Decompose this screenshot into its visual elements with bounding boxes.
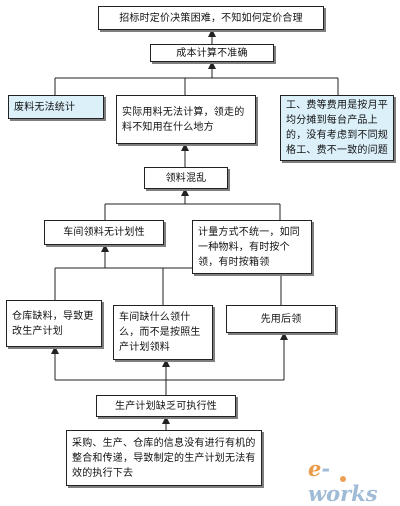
node-text: 废料无法统计 bbox=[14, 101, 76, 113]
node-text: 车间领料无计划性 bbox=[63, 227, 145, 238]
node-use-before-requisition: 先用后领 bbox=[226, 305, 336, 333]
node-material-requisition-chaos: 领料混乱 bbox=[144, 167, 228, 189]
node-labor-cost-allocation: 工、费等费用是按月平均分摊到每台产品上的，没有考虑到不同规格工、费不一致的问题 bbox=[280, 95, 394, 161]
node-actual-material-usage: 实际用料无法计算，领走的料不知用在什么地方 bbox=[116, 95, 256, 144]
node-text: 生产计划缺乏可执行性 bbox=[115, 400, 217, 412]
node-text: 车间缺什么领什么，而不是按照生产计划领料 bbox=[119, 312, 201, 353]
node-text: 招标时定价决策困难，不知如何定价合理 bbox=[119, 12, 303, 24]
node-text: 实际用料无法计算，领走的料不知用在什么地方 bbox=[122, 106, 245, 133]
node-scrap-not-counted: 废料无法统计 bbox=[8, 95, 104, 119]
watermark-dot-icon bbox=[340, 476, 346, 482]
watermark-e: e bbox=[308, 456, 322, 481]
node-text: 工、费等费用是按月平均分摊到每台产品上的，没有考虑到不同规格工、费不一致的问题 bbox=[286, 100, 388, 156]
node-text: 成本计算不准确 bbox=[176, 47, 248, 59]
node-pricing-decision-difficulty: 招标时定价决策困难，不知如何定价合理 bbox=[98, 6, 324, 30]
node-text: 计量方式不统一，如同一种物料，有时按个领，有时按箱领 bbox=[198, 226, 300, 268]
node-text: 采购、生产、仓库的信息没有进行有机的整合和传递，导致制定的生产计划无法有效的执行… bbox=[72, 437, 256, 479]
node-information-not-integrated: 采购、生产、仓库的信息没有进行有机的整合和传递，导致制定的生产计划无法有效的执行… bbox=[66, 430, 262, 486]
watermark-text: e-works bbox=[308, 456, 396, 506]
node-text: 领料混乱 bbox=[165, 172, 207, 184]
node-warehouse-shortage: 仓库缺料，导致更改生产计划 bbox=[6, 300, 102, 347]
node-workshop-no-plan: 车间领料无计划性 bbox=[44, 220, 164, 245]
node-text: 先用后领 bbox=[260, 313, 302, 325]
eworks-watermark-logo: e-works bbox=[300, 454, 396, 506]
node-text: 仓库缺料，导致更改生产计划 bbox=[12, 310, 94, 337]
node-cost-calculation-inaccurate: 成本计算不准确 bbox=[150, 44, 274, 62]
node-workshop-ad-hoc-requisition: 车间缺什么领什么，而不是按照生产计划领料 bbox=[113, 305, 213, 360]
node-production-plan-not-executable: 生产计划缺乏可执行性 bbox=[96, 395, 236, 417]
node-inconsistent-measurement: 计量方式不统一，如同一种物料，有时按个领，有时按箱领 bbox=[192, 220, 312, 274]
